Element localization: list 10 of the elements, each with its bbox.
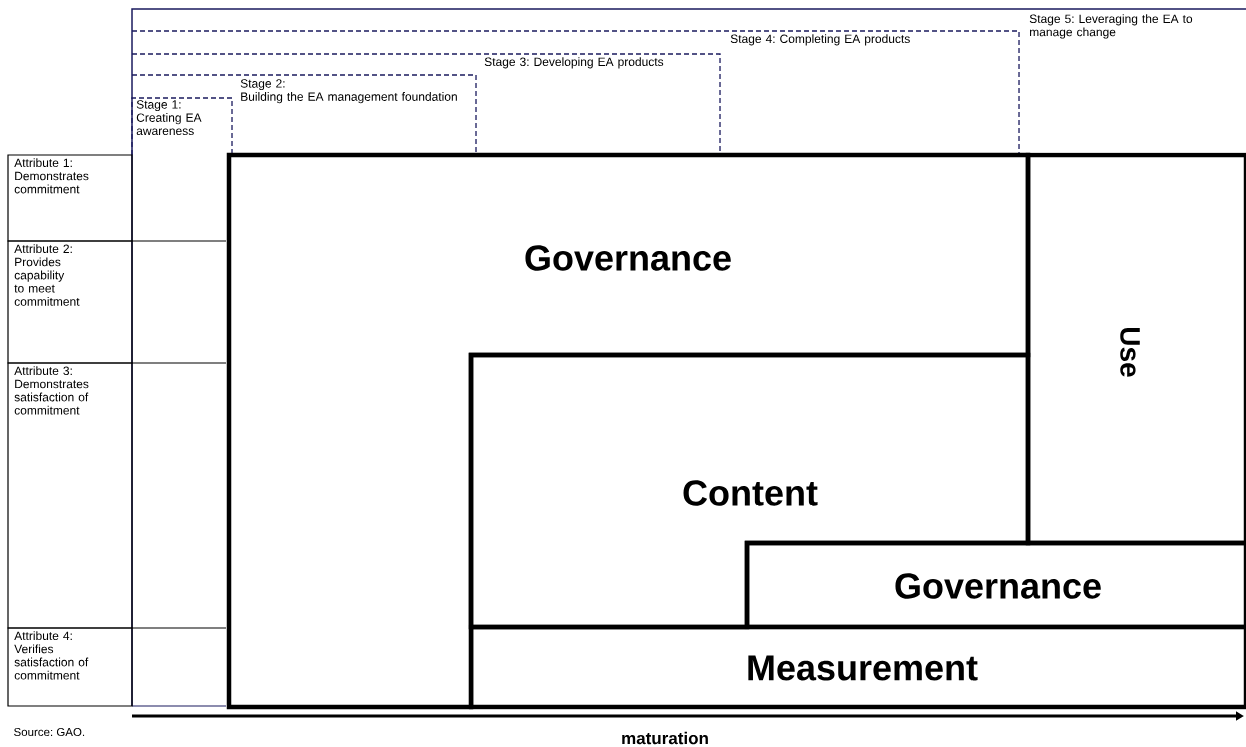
caption: Source: GAO. (14, 727, 85, 737)
attribute-cell: Attribute 3: Demonstrates satisfaction of commitment (7, 362, 133, 629)
stage-label: Stage 5: Leveraging the EA to manage change (1029, 14, 1193, 39)
attribute-cell: Attribute 4: Verifies satisfaction of commitment (7, 627, 133, 707)
maturity-area: Measurement (468, 624, 1246, 710)
attribute-cell: Attribute 1: Demonstrates commitment (7, 154, 133, 242)
axis-label: maturation (622, 731, 708, 745)
maturity-area: Governance (744, 540, 1246, 630)
attribute-cell: Attribute 2: Provides capability to meet commitment (7, 240, 133, 364)
maturity-area: Use (1025, 152, 1246, 546)
